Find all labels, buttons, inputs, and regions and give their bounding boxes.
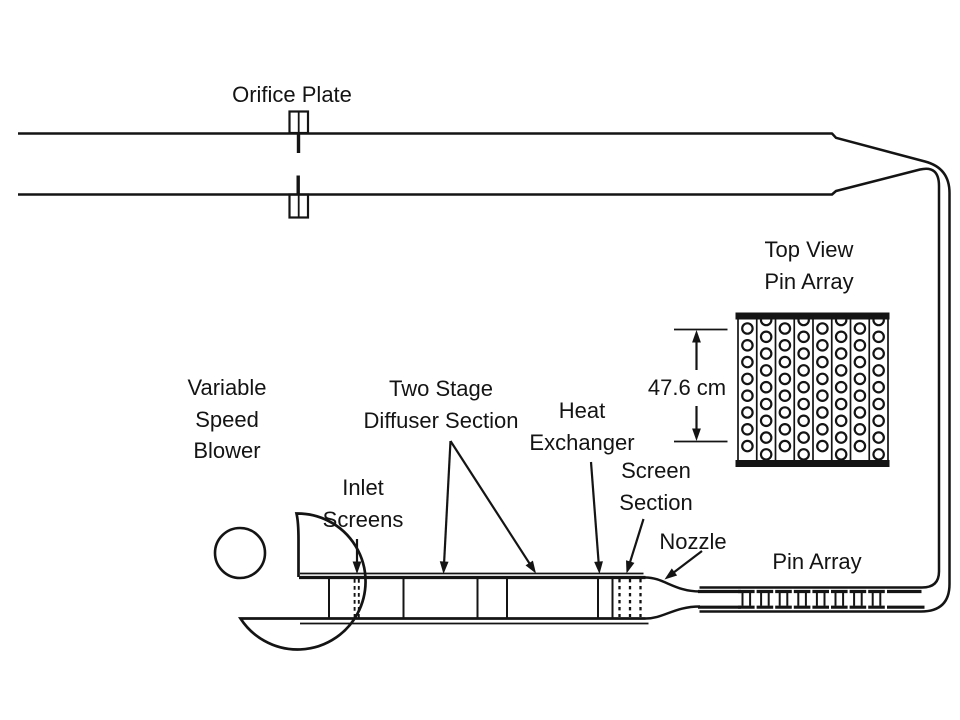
label-heat-exchanger: Heat Exchanger [529,398,635,455]
label-nozzle: Nozzle [659,529,727,554]
blower-outline [213,512,646,651]
blower-hub [213,526,267,580]
top-view-upper-bar [735,312,890,320]
label-pin-array: Pin Array [772,549,862,574]
label-top-view-pin-array: Top View Pin Array [764,237,854,294]
duct-assembly [299,572,649,625]
label-screen-section: Screen Section [619,458,693,515]
label-dimension-47-6-cm: 47.6 cm [647,375,727,400]
nozzle-contour [645,576,701,620]
pipe-outer-line [18,132,951,613]
blower-volute [238,512,646,651]
label-orifice-plate: Orifice Plate [232,82,352,107]
duct-dividers [328,579,614,618]
top-view-pin-holes [741,313,885,461]
pipe-inner-line [18,167,941,589]
orifice-plate-symbol [288,110,310,219]
return-pipe [18,132,951,613]
label-two-stage-diffuser: Two Stage Diffuser Section [363,376,519,433]
pin-array-top-view [735,312,890,467]
leader-arrows [352,330,703,580]
top-view-column-lines [737,319,889,460]
dimension-indicator [674,328,728,443]
label-inlet-screens: Inlet Screens [322,475,404,532]
pin-array-side-view [698,589,925,609]
top-view-lower-bar [735,460,890,467]
label-variable-speed-blower: Variable Speed Blower [187,375,267,463]
